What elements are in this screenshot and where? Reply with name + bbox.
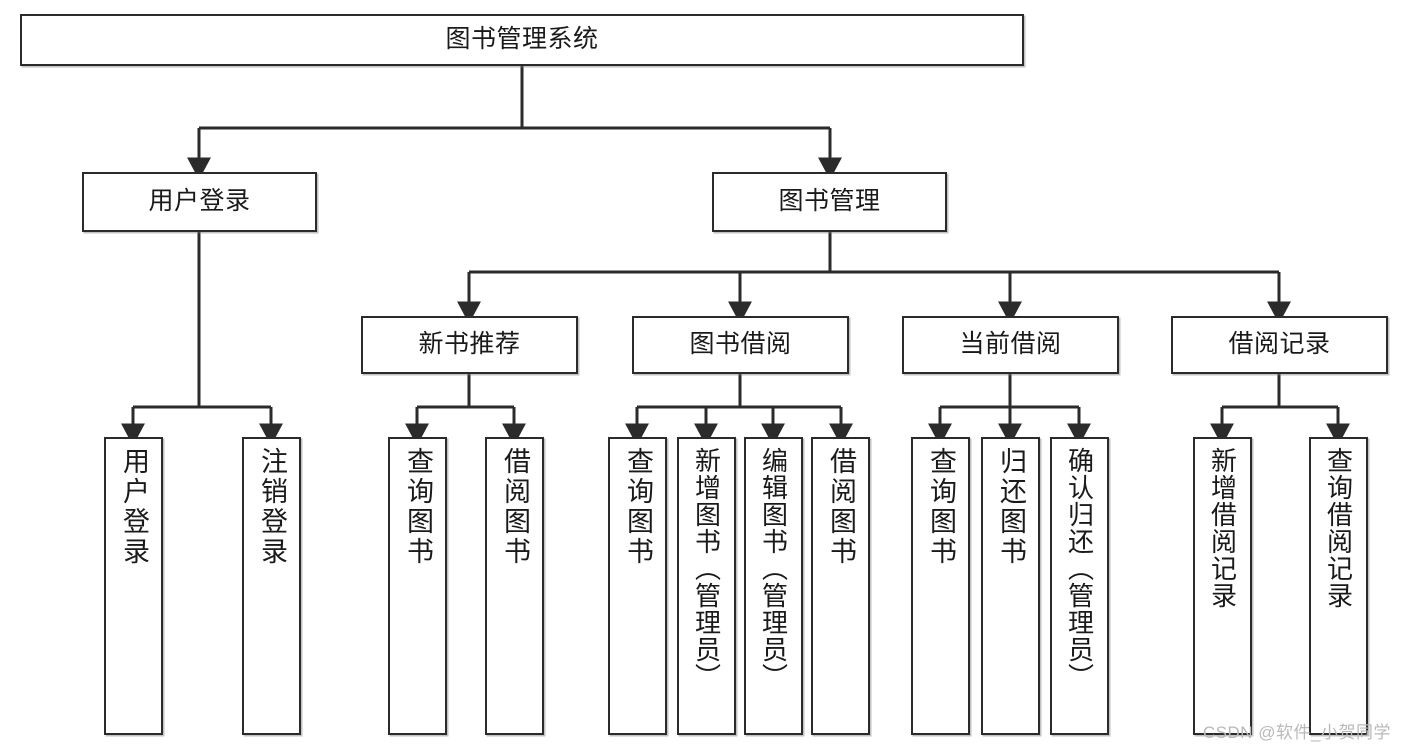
node-book-manage[interactable]: 图书管理 bbox=[712, 172, 947, 232]
node-root-label: 图书管理系统 bbox=[445, 25, 599, 54]
node-leaf-add-record[interactable]: 新增借阅记录 bbox=[1193, 437, 1252, 735]
node-user-login[interactable]: 用户登录 bbox=[82, 172, 317, 232]
node-leaf-user-login[interactable]: 用户登录 bbox=[104, 437, 163, 735]
node-leaf-borrow-book-1[interactable]: 借阅图书 bbox=[485, 437, 544, 735]
node-leaf-user-logout-label: 注销登录 bbox=[257, 447, 287, 567]
csdn-watermark: CSDN @软件_小贺同学 bbox=[1202, 723, 1391, 742]
node-new-book-recommend[interactable]: 新书推荐 bbox=[361, 316, 578, 374]
node-current-borrow[interactable]: 当前借阅 bbox=[902, 316, 1119, 374]
node-leaf-return-book-label: 归还图书 bbox=[996, 447, 1026, 567]
node-leaf-query-book-3-label: 查询图书 bbox=[926, 447, 956, 567]
node-user-login-label: 用户登录 bbox=[148, 187, 251, 216]
node-leaf-confirm-return[interactable]: 确认归还（管理员） bbox=[1050, 437, 1109, 735]
node-leaf-query-record-label: 查询借阅记录 bbox=[1323, 447, 1354, 609]
node-book-borrow-label: 图书借阅 bbox=[689, 330, 792, 359]
node-book-manage-label: 图书管理 bbox=[778, 187, 881, 216]
node-leaf-query-book-1-label: 查询图书 bbox=[403, 447, 433, 567]
node-leaf-confirm-return-label: 确认归还（管理员） bbox=[1064, 447, 1095, 690]
node-leaf-add-record-label: 新增借阅记录 bbox=[1207, 447, 1238, 609]
node-leaf-edit-book[interactable]: 编辑图书（管理员） bbox=[744, 437, 803, 735]
node-leaf-edit-book-label: 编辑图书（管理员） bbox=[758, 447, 789, 690]
node-new-book-recommend-label: 新书推荐 bbox=[418, 330, 521, 359]
node-leaf-query-book-1[interactable]: 查询图书 bbox=[388, 437, 447, 735]
node-leaf-query-book-2-label: 查询图书 bbox=[623, 447, 653, 567]
node-leaf-query-record[interactable]: 查询借阅记录 bbox=[1309, 437, 1368, 735]
node-leaf-borrow-book-2[interactable]: 借阅图书 bbox=[811, 437, 870, 735]
node-borrow-record-label: 借阅记录 bbox=[1228, 330, 1331, 359]
node-root[interactable]: 图书管理系统 bbox=[20, 14, 1024, 66]
node-leaf-query-book-2[interactable]: 查询图书 bbox=[608, 437, 667, 735]
node-borrow-record[interactable]: 借阅记录 bbox=[1171, 316, 1388, 374]
node-leaf-borrow-book-2-label: 借阅图书 bbox=[826, 447, 856, 567]
node-leaf-return-book[interactable]: 归还图书 bbox=[981, 437, 1040, 735]
node-leaf-add-book-label: 新增图书（管理员） bbox=[691, 447, 722, 690]
node-current-borrow-label: 当前借阅 bbox=[959, 330, 1062, 359]
node-leaf-borrow-book-1-label: 借阅图书 bbox=[500, 447, 530, 567]
node-book-borrow[interactable]: 图书借阅 bbox=[632, 316, 849, 374]
node-leaf-query-book-3[interactable]: 查询图书 bbox=[911, 437, 970, 735]
node-leaf-user-logout[interactable]: 注销登录 bbox=[242, 437, 301, 735]
node-leaf-user-login-label: 用户登录 bbox=[119, 447, 149, 567]
node-leaf-add-book[interactable]: 新增图书（管理员） bbox=[677, 437, 736, 735]
